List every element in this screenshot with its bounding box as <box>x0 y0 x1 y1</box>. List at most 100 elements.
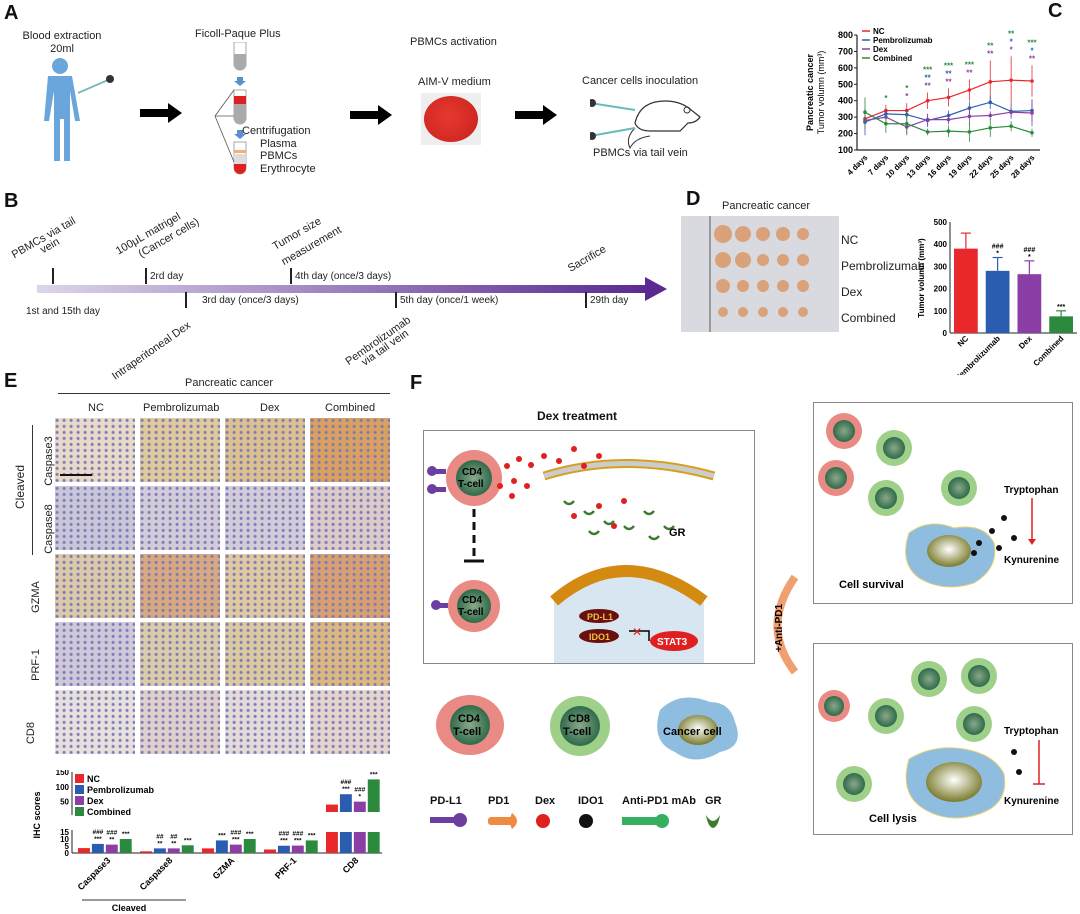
y-tick-label: 10 <box>60 835 69 844</box>
significance-mark: ** <box>171 840 177 847</box>
legend-cd8-line2: T-cell <box>563 726 591 738</box>
significance-mark: *** <box>218 832 226 839</box>
molecule-legend-icon <box>488 813 526 834</box>
tumor-specimen <box>777 254 789 266</box>
ihc-image <box>140 554 220 618</box>
tumor-specimen <box>797 280 809 292</box>
significance-mark: ### <box>278 831 289 838</box>
y-tick-label: 700 <box>838 46 853 56</box>
significance-mark: ### <box>106 830 117 837</box>
tumor-specimen <box>797 254 809 266</box>
ihc-image <box>140 486 220 550</box>
x-tick-label: 28 days <box>1009 153 1037 181</box>
tumor-specimen <box>735 226 751 242</box>
event-dex: Intraperitoneal Dex <box>109 319 193 383</box>
panel-label-d: D <box>686 188 701 210</box>
photo-row-pembrolizumab: Pembrolizumab <box>841 259 925 273</box>
significance-mark: ## <box>170 833 178 840</box>
tumor-specimen <box>738 307 748 317</box>
significance-mark: * <box>1010 37 1014 46</box>
ihc-image <box>55 690 135 754</box>
mouse-icon <box>590 99 701 150</box>
panel-label-a: A <box>4 2 19 24</box>
series-line-combined <box>864 111 1033 134</box>
ihc-image <box>310 486 390 550</box>
dex-treatment-title: Dex treatment <box>537 409 618 423</box>
day-label-5: 5th day (once/1 week) <box>400 295 499 306</box>
legend-label-dex: Dex <box>873 45 888 54</box>
bar-pembrolizumab <box>153 848 166 853</box>
cell-survival-diagram: Tryptophan Kynurenine Cell survival <box>818 413 1059 591</box>
significance-mark: *** <box>94 836 102 843</box>
tumor-specimen <box>778 307 788 317</box>
ihc-row-label: PRF-1 <box>29 649 42 681</box>
bar-nc <box>140 851 152 853</box>
x-tick-label: 4 days <box>845 153 869 177</box>
y-axis-title-line2: Tumor volumn (mm³) <box>816 51 826 135</box>
significance-mark: ** <box>966 68 973 77</box>
bar-pembrolizumab-upper <box>339 794 352 812</box>
significance-mark: ** <box>1008 29 1015 38</box>
ihc-image <box>140 418 220 482</box>
ihc-col-nc: NC <box>88 402 104 414</box>
bar-pembrolizumab <box>215 840 228 853</box>
step-arrow <box>515 105 557 125</box>
ihc-image <box>55 418 135 482</box>
legend-swatch-nc <box>75 774 84 783</box>
significance-mark: *** <box>342 786 350 793</box>
header-divider <box>58 393 390 394</box>
significance-mark: ** <box>1029 54 1036 63</box>
ido1-gene-label: IDO1 <box>589 632 610 642</box>
tumor-specimen <box>776 227 790 241</box>
significance-mark: * <box>1028 254 1031 261</box>
x-tick-label: Caspase8 <box>138 855 175 892</box>
ihc-col-pembrolizumab: Pembrolizumab <box>143 402 220 414</box>
ihc-image <box>310 622 390 686</box>
y-tick-label: 100 <box>838 145 853 155</box>
photo-title: Pancreatic cancer <box>722 200 811 212</box>
legend-label-pembrolizumab: Pembrolizumab <box>87 785 155 795</box>
significance-mark: ### <box>230 830 241 837</box>
x-tick-label: GZMA <box>211 855 237 881</box>
significance-mark: ### <box>1024 247 1036 254</box>
tryptophan-label: Tryptophan <box>1004 485 1058 496</box>
cell-lysis-diagram: Tryptophan Kynurenine Cell lysis <box>818 658 1059 825</box>
timeline-tick <box>145 268 147 284</box>
cd4-label: CD4 <box>462 467 482 478</box>
ihc-row-label: GZMA <box>29 581 42 613</box>
legend-cd4-line2: T-cell <box>453 726 481 738</box>
bar-pembrolizumab <box>277 845 290 853</box>
y-tick-label: 400 <box>934 240 948 249</box>
layer-pbmcs: PBMCs <box>260 150 298 162</box>
molecule-legend-icon <box>578 813 594 834</box>
molecule-legend-label: Anti-PD1 mAb <box>622 795 696 807</box>
tube-diagram-icon <box>214 42 247 175</box>
bar-dex <box>291 845 304 853</box>
tcell-label-bottom: T-cell <box>458 607 484 618</box>
ihc-image <box>310 418 390 482</box>
tumor-specimen <box>718 307 728 317</box>
bar-nc <box>264 849 276 853</box>
bar-dex-upper <box>353 801 366 812</box>
legend-cancer-cell: Cancer cell <box>663 726 722 738</box>
kynurenine-label-lysis: Kynurenine <box>1004 796 1059 807</box>
ihc-image <box>310 554 390 618</box>
y-axis-title: Tumor volumn (mm³) <box>917 238 926 318</box>
y-tick-label: 200 <box>934 285 948 294</box>
cleaved-label: Cleaved <box>13 464 28 510</box>
ihc-col-dex: Dex <box>260 402 280 414</box>
stat3-label: STAT3 <box>657 637 688 648</box>
pbmc-route-label: PBMCs via tail vein <box>593 147 688 159</box>
svg-text:✕: ✕ <box>632 625 642 639</box>
x-tick-label: CD8 <box>341 855 361 875</box>
ihc-image <box>225 690 305 754</box>
ihc-image <box>225 418 305 482</box>
y-tick-label: 800 <box>838 30 853 40</box>
pdl1-gene-label: PD-L1 <box>587 612 613 622</box>
panel-label-f: F <box>410 372 423 394</box>
significance-mark: *** <box>184 837 192 844</box>
panel-label-c: C <box>1048 0 1063 22</box>
tryptophan-label-lysis: Tryptophan <box>1004 726 1058 737</box>
